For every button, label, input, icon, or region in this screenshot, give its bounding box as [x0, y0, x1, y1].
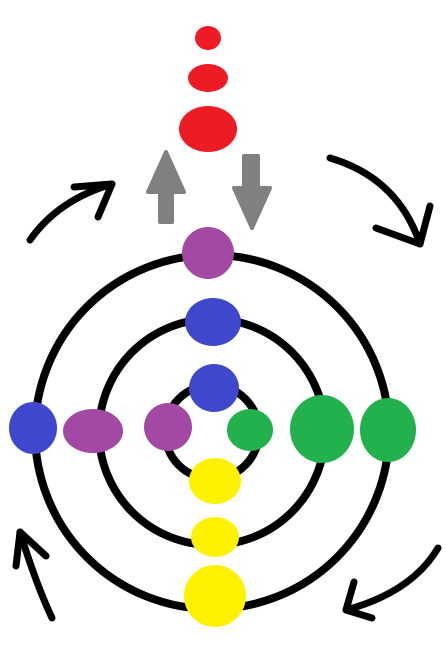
yellow-dot-bottom: [184, 565, 246, 627]
curved-arrow-icon: [342, 544, 442, 614]
red-dot-large: [179, 106, 237, 152]
arrowhead-icon: [70, 180, 116, 221]
purple-dot-top: [182, 227, 234, 279]
curved-arrow-icon: [326, 154, 424, 248]
arrow-down-icon: [232, 154, 272, 230]
blue-dot-middle-ring: [185, 298, 241, 346]
red-dot-medium: [188, 64, 228, 92]
arrowhead-icon: [372, 202, 434, 248]
blue-dot-left-outer: [9, 402, 57, 454]
red-dot-small: [195, 26, 221, 50]
curved-arrow-icon: [16, 528, 56, 622]
green-dot-outer: [360, 398, 416, 462]
arrowhead-icon: [12, 528, 50, 570]
green-dot-middle: [290, 395, 354, 463]
arrowhead-icon: [342, 578, 376, 622]
arrow-up-icon: [146, 150, 186, 224]
yellow-dot-inner: [189, 458, 241, 504]
purple-dot-left-middle: [63, 409, 123, 453]
yellow-dot-middle: [191, 517, 239, 557]
purple-dot-left-inner: [144, 403, 192, 451]
green-dot-inner: [227, 409, 273, 451]
blue-dot-inner-ring: [189, 364, 239, 412]
